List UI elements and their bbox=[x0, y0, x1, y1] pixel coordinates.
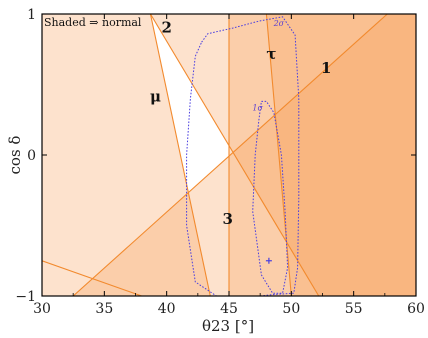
x-tick-label: 30 bbox=[33, 301, 51, 317]
ticks-layer: 30 35 40 45 50 55 60 −1 0 1 bbox=[15, 7, 425, 317]
legend-note: Shaded ⇒ normal bbox=[44, 16, 142, 29]
y-axis-label: cos δ bbox=[6, 136, 24, 175]
y-tick-label: −1 bbox=[15, 289, 36, 305]
boundary-1-line bbox=[72, 14, 388, 296]
boundary-tau-line bbox=[265, 14, 292, 296]
x-axis-label: θ23 [°] bbox=[202, 317, 254, 335]
region-label-2: 2 bbox=[161, 18, 171, 36]
y-tick-label: 0 bbox=[27, 148, 36, 164]
region-label-τ: τ bbox=[266, 45, 276, 63]
contour-label-2σ: 2σ bbox=[273, 19, 285, 28]
boundary-mu-top-line bbox=[149, 14, 211, 296]
boundary-2-line bbox=[149, 14, 320, 296]
best-fit-marker bbox=[265, 257, 272, 264]
boundary-mu-low-line bbox=[42, 260, 142, 296]
x-tick-label: 45 bbox=[220, 301, 238, 317]
region-label-1: 1 bbox=[321, 59, 331, 77]
contours-layer: 2σ 1σ bbox=[186, 16, 300, 296]
contour-label-1σ: 1σ bbox=[252, 103, 263, 112]
region-3 bbox=[229, 14, 416, 296]
contour-1σ bbox=[252, 100, 289, 294]
x-tick-label: 40 bbox=[158, 301, 176, 317]
x-tick-label: 50 bbox=[282, 301, 300, 317]
region-2 bbox=[150, 14, 416, 296]
regions-layer bbox=[42, 14, 416, 296]
x-tick-label: 55 bbox=[345, 301, 363, 317]
region-label-μ: μ bbox=[150, 87, 161, 105]
region-1 bbox=[73, 14, 416, 296]
region-μ bbox=[42, 14, 211, 296]
region-τ bbox=[266, 14, 416, 296]
x-tick-label: 35 bbox=[95, 301, 113, 317]
x-tick-label: 60 bbox=[407, 301, 425, 317]
lines-layer bbox=[42, 14, 388, 296]
y-tick-label: 1 bbox=[27, 7, 36, 23]
labels-layer: 1 2 3 μ τ bbox=[150, 18, 332, 228]
region-label-3: 3 bbox=[223, 210, 233, 228]
plot-area: 2σ 1σ bbox=[42, 14, 416, 296]
